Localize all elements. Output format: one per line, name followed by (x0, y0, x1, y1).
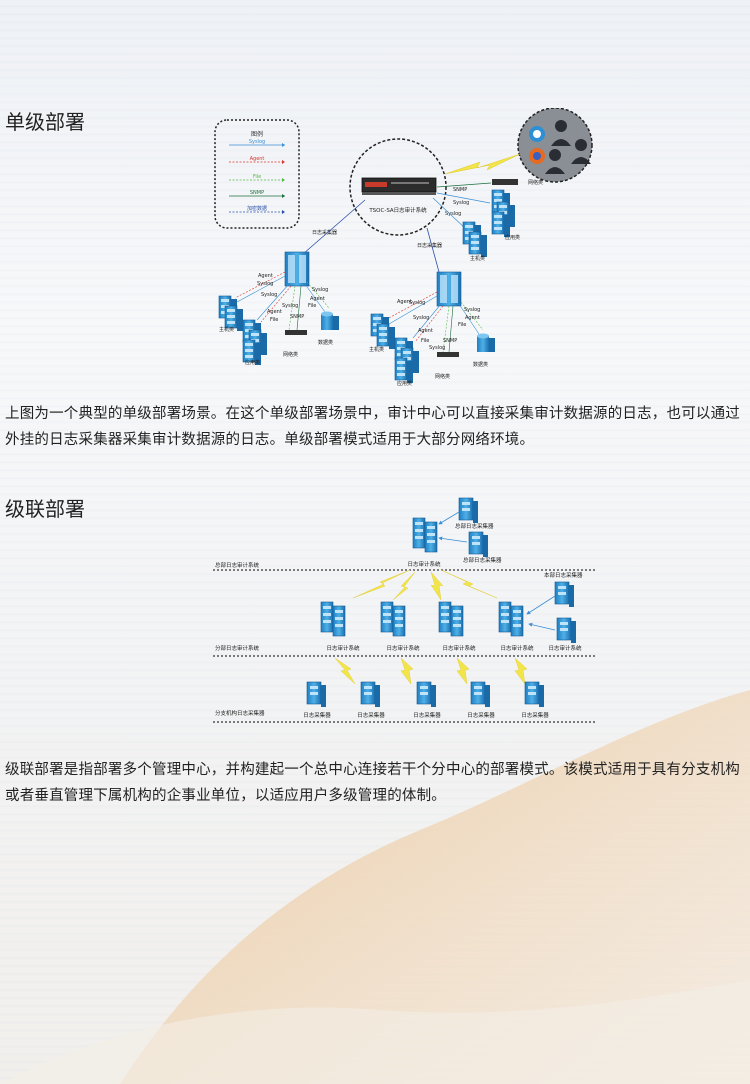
bottom-collector-label-2: 日志采集器 (357, 711, 385, 719)
collector-right (436, 271, 462, 307)
mid-system-label-3: 日志审计系统 (442, 644, 476, 652)
audit-center-circle (349, 138, 447, 236)
r-agent1: Agent (397, 299, 412, 305)
r-agent3: Agent (465, 315, 480, 321)
tier-label-top: 总部日志审计系统 (215, 561, 260, 569)
mid-audit-systems (320, 601, 524, 637)
top-audit-system (412, 517, 438, 553)
app-servers-left (242, 319, 268, 366)
host-servers-right (370, 313, 396, 350)
host-label-left: 主机类 (219, 326, 234, 333)
snmp-label-top: SNMP (453, 187, 467, 193)
branch-collectors (554, 581, 577, 644)
legend-agent: Agent (250, 156, 265, 162)
app-label-left: 应用类 (245, 359, 260, 366)
top-system-label: 日志审计系统 (407, 560, 441, 568)
app-servers-right (394, 337, 420, 384)
l-agent1: Agent (258, 273, 273, 279)
mid-system-label-5: 日志审计系统 (548, 644, 582, 652)
cascade-deployment-diagram: 总部日志审计系统 分部日志审计系统 分支机构日志采集器 日志审计系统 总部日志采… (213, 497, 597, 723)
audit-center-label: TSOC-SA日志审计系统 (368, 206, 427, 214)
tier-label-bottom: 分支机构日志采集器 (215, 709, 265, 717)
host-label-top: 主机类 (470, 255, 485, 262)
firefox-icon (529, 148, 545, 164)
legend-snmp: SNMP (250, 190, 264, 196)
l-syslog3: Syslog (282, 303, 298, 309)
bottom-collector-label-4: 日志采集器 (467, 711, 495, 719)
legend-encrypted: 加密数据 (247, 205, 267, 212)
network-device-right (437, 352, 459, 357)
l-agent2: Agent (267, 309, 282, 315)
db-left (321, 311, 339, 330)
browser-icon (529, 126, 545, 142)
mid-system-label-4: 日志审计系统 (500, 644, 534, 652)
cascade-deployment-paragraph: 级联部署是指部署多个管理中心，并构建起一个总中心连接若干个分中心的部署模式。该模… (5, 762, 740, 804)
l-syslog4: Syslog (312, 287, 328, 293)
top-collector-1 (458, 497, 479, 524)
app-servers-top (491, 189, 516, 238)
host-servers-left (218, 295, 244, 332)
audit-appliance (361, 177, 437, 195)
single-deployment-paragraph: 上图为一个典型的单级部署场景。在这个单级部署场景中，审计中心可以直接采集审计数据… (5, 406, 740, 448)
single-deployment-heading: 单级部署 (5, 110, 85, 134)
legend-title: 图例 (251, 130, 263, 138)
r-file2: File (458, 322, 466, 328)
syslog-label-top1: Syslog (453, 200, 469, 206)
bottom-collector-label-1: 日志采集器 (303, 711, 331, 719)
network-label-right: 网络类 (435, 373, 450, 380)
db-label-left: 数据类 (318, 339, 333, 346)
branch-collector-label: 本部日志采集器 (544, 571, 583, 579)
user-icons (545, 120, 591, 174)
network-device (492, 179, 518, 185)
top-collector-label-1: 总部日志采集器 (455, 522, 494, 530)
db-right (477, 333, 495, 352)
l-syslog1: Syslog (257, 281, 273, 287)
app-label-top: 应用类 (505, 234, 520, 241)
network-device-left (285, 330, 307, 335)
app-label-right: 应用类 (397, 380, 412, 387)
bottom-collector-label-3: 日志采集器 (413, 711, 441, 719)
cascade-lightning-bottom (334, 657, 528, 685)
cascade-deployment-heading: 级联部署 (5, 497, 85, 521)
lightning-icon (444, 153, 521, 175)
network-label-left: 网络类 (283, 351, 298, 358)
r-syslog4: Syslog (464, 307, 480, 313)
r-file1: File (421, 338, 429, 344)
collector-label-left: 日志采集器 (312, 229, 337, 236)
l-file1: File (270, 317, 278, 323)
top-collector-label-2: 总部日志采集器 (463, 556, 502, 564)
mid-system-label-1: 日志审计系统 (326, 644, 360, 652)
top-collector-2 (468, 531, 489, 558)
l-agent3: Agent (310, 296, 325, 302)
single-deployment-diagram: 图例 Syslog Agent File SNMP 加密数据 TSOC-SA日志… (214, 108, 593, 387)
l-syslog2: Syslog (261, 292, 277, 298)
db-label-right: 数据类 (473, 361, 488, 368)
legend-file: File (253, 174, 261, 180)
tier-label-mid: 分部日志审计系统 (215, 644, 260, 652)
network-label-top: 网络类 (528, 179, 543, 186)
mid-system-label-2: 日志审计系统 (386, 644, 420, 652)
r-agent2: Agent (418, 328, 433, 334)
collector-left (284, 251, 310, 287)
legend-items (229, 143, 285, 214)
host-servers-top (462, 221, 488, 258)
host-label-right: 主机类 (369, 346, 384, 353)
cascade-lightning-top (352, 569, 498, 601)
collector-label-right: 日志采集器 (417, 242, 442, 249)
syslog-label-top2: Syslog (445, 211, 461, 217)
bottom-collectors (306, 681, 545, 708)
bottom-collector-label-5: 日志采集器 (521, 711, 549, 719)
legend-syslog: Syslog (249, 139, 265, 145)
r-syslog3: Syslog (429, 345, 445, 351)
r-syslog1: Syslog (409, 300, 425, 306)
l-file2: File (308, 303, 316, 309)
r-snmp1: SNMP (443, 338, 457, 344)
r-syslog2: Syslog (413, 315, 429, 321)
l-snmp1: SNMP (290, 314, 304, 320)
